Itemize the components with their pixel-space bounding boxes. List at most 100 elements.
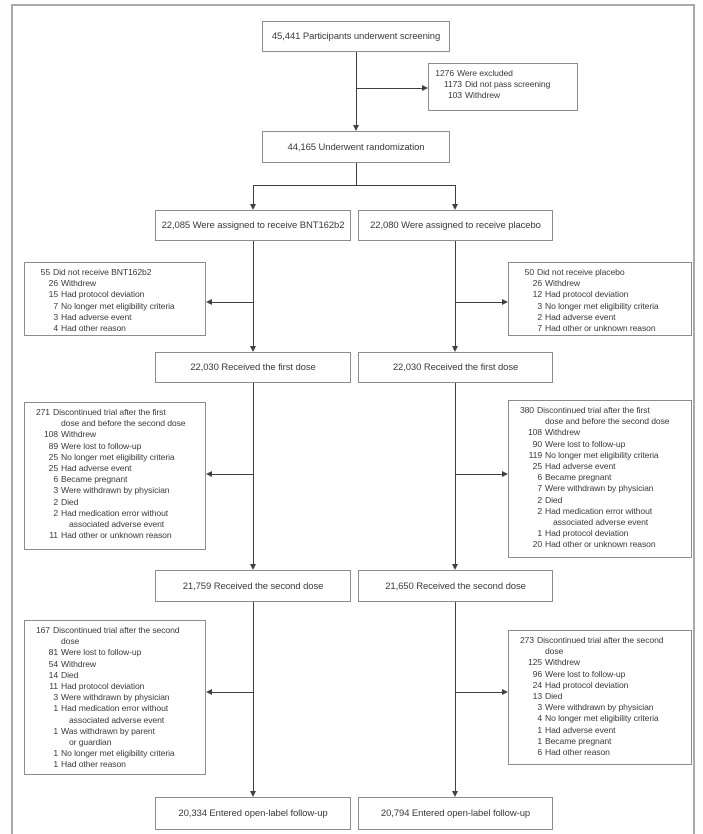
count-value: 20: [532, 539, 542, 550]
count-value: 108: [527, 427, 542, 438]
box-text: 22,085 Were assigned to receive BNT162b2: [161, 220, 345, 231]
count-value: 6: [537, 747, 542, 758]
count-value: 3: [537, 702, 542, 713]
line-text: No longer met eligibility criteria: [545, 300, 659, 311]
line-text: Had other or unknown reason: [61, 530, 172, 541]
count-value: 12: [532, 289, 542, 300]
count-value: 90: [532, 438, 542, 449]
line-text: Died: [61, 669, 79, 680]
line-text: Had other reason: [545, 747, 610, 758]
box-open-label-bnt162b2: 20,334 Entered open-label follow-up: [155, 797, 351, 830]
line-text: Had protocol deviation: [545, 679, 629, 690]
box-text: 22,030 Received the first dose: [190, 362, 316, 373]
line-text: Had protocol deviation: [545, 528, 629, 539]
line-text: Died: [61, 496, 79, 507]
arrowhead-right-icon: [502, 689, 508, 695]
box-text: 22,030 Received the first dose: [392, 362, 519, 373]
count-value: 2: [53, 507, 58, 518]
line-text: Had medication error without associated …: [61, 507, 169, 530]
count-value: 108: [43, 429, 58, 440]
box-text: 21,759 Received the second dose: [182, 580, 324, 592]
line-text: Withdrew: [545, 278, 581, 289]
line-text: Withdrew: [61, 658, 97, 669]
count-value: 3: [53, 692, 58, 703]
count-value: 125: [527, 657, 542, 668]
arrowhead-left-icon: [206, 299, 212, 305]
line-text: Became pregnant: [545, 472, 612, 483]
line-text: Were withdrawn by physician: [545, 483, 654, 494]
count-value: 7: [537, 323, 542, 334]
flow-connector-horizontal: [455, 474, 502, 475]
line-text: Were withdrawn by physician: [61, 485, 170, 496]
line-text: Had adverse event: [61, 463, 132, 474]
count-value: 25: [532, 461, 542, 472]
box-text: 20,334 Entered open-label follow-up: [178, 808, 328, 819]
flow-connector-vertical: [253, 241, 254, 346]
count-value: 167: [35, 625, 50, 635]
line-text: Had adverse event: [545, 461, 616, 472]
count-value: 103: [447, 90, 462, 101]
count-value: 3: [53, 311, 58, 322]
count-value: 1: [53, 748, 58, 759]
count-value: 7: [537, 483, 542, 494]
count-value: 54: [48, 658, 58, 669]
flow-connector-vertical: [356, 163, 357, 185]
arrowhead-right-icon: [422, 85, 428, 91]
line-text: Were withdrawn by physician: [61, 692, 170, 703]
count-value: 25: [48, 463, 58, 474]
flow-connector-horizontal: [212, 692, 253, 693]
box-text: 45,441 Participants underwent screening: [271, 31, 441, 42]
count-value: 7: [53, 300, 58, 311]
line-text: Had protocol deviation: [545, 289, 629, 300]
flow-connector-horizontal: [356, 88, 422, 89]
line-text: Were withdrawn by physician: [545, 702, 654, 713]
arrowhead-down-icon: [452, 791, 458, 797]
count-value: 11: [49, 530, 58, 541]
line-text: Had other or unknown reason: [545, 539, 656, 550]
count-value: 50: [524, 267, 534, 277]
count-value: 271: [35, 407, 50, 417]
flow-connector-vertical: [455, 185, 456, 204]
line-text: Were lost to follow-up: [61, 440, 142, 451]
line-text: Had other reason: [61, 759, 126, 770]
line-text: Did not pass screening: [465, 79, 551, 90]
arrowhead-right-icon: [502, 299, 508, 305]
arrowhead-left-icon: [206, 689, 212, 695]
box-first-dose-bnt162b2: 22,030 Received the first dose: [155, 352, 351, 383]
line-text: No longer met eligibility criteria: [545, 713, 659, 724]
line-text: Withdrew: [545, 427, 581, 438]
box-first-dose-placebo: 22,030 Received the first dose: [358, 352, 553, 383]
count-value: 3: [537, 300, 542, 311]
